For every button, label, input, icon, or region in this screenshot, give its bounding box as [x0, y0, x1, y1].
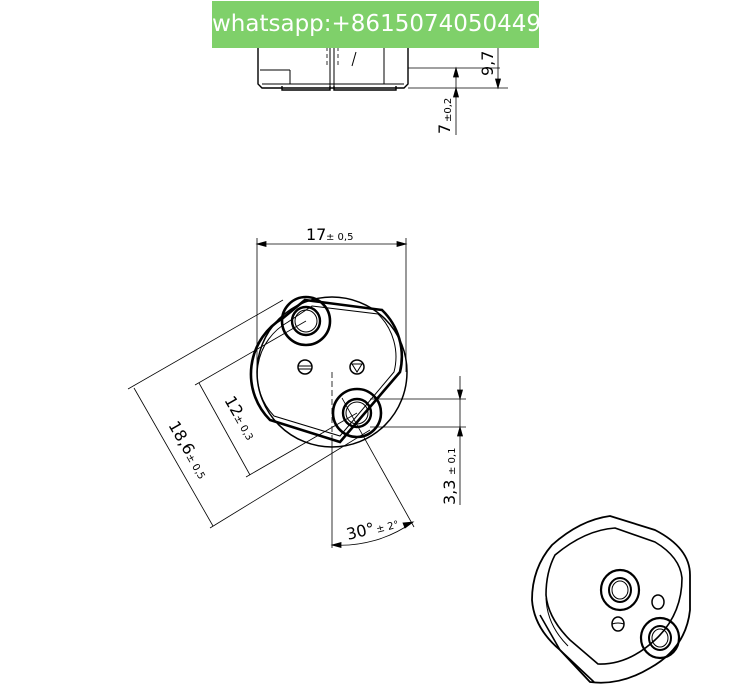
pin-size-label: 3,3: [440, 480, 459, 505]
pin-spacing-tolerance: ± 0,3: [231, 413, 254, 442]
top-view-dimensions: [127, 238, 466, 549]
isometric-view: [531, 515, 691, 684]
watermark-banner: whatsapp:+8615074050449: [212, 1, 542, 48]
diameter-label: 17: [306, 225, 326, 244]
height-base-tolerance: ±0,2: [443, 98, 454, 122]
width-diagonal-tolerance: ± 0,5: [183, 452, 206, 481]
height-main-label: 9,7: [478, 51, 497, 76]
pin-size-tolerance: ± 0,1: [447, 448, 458, 475]
angle-label: 30°: [344, 519, 376, 544]
top-view: [249, 295, 408, 448]
height-base-label: 7: [435, 124, 454, 134]
side-view-dimensions: [408, 40, 508, 135]
diameter-tolerance: ± 0,5: [326, 232, 353, 243]
watermark-text: whatsapp:+8615074050449: [212, 11, 542, 37]
angle-tolerance: ± 2°: [375, 519, 400, 535]
